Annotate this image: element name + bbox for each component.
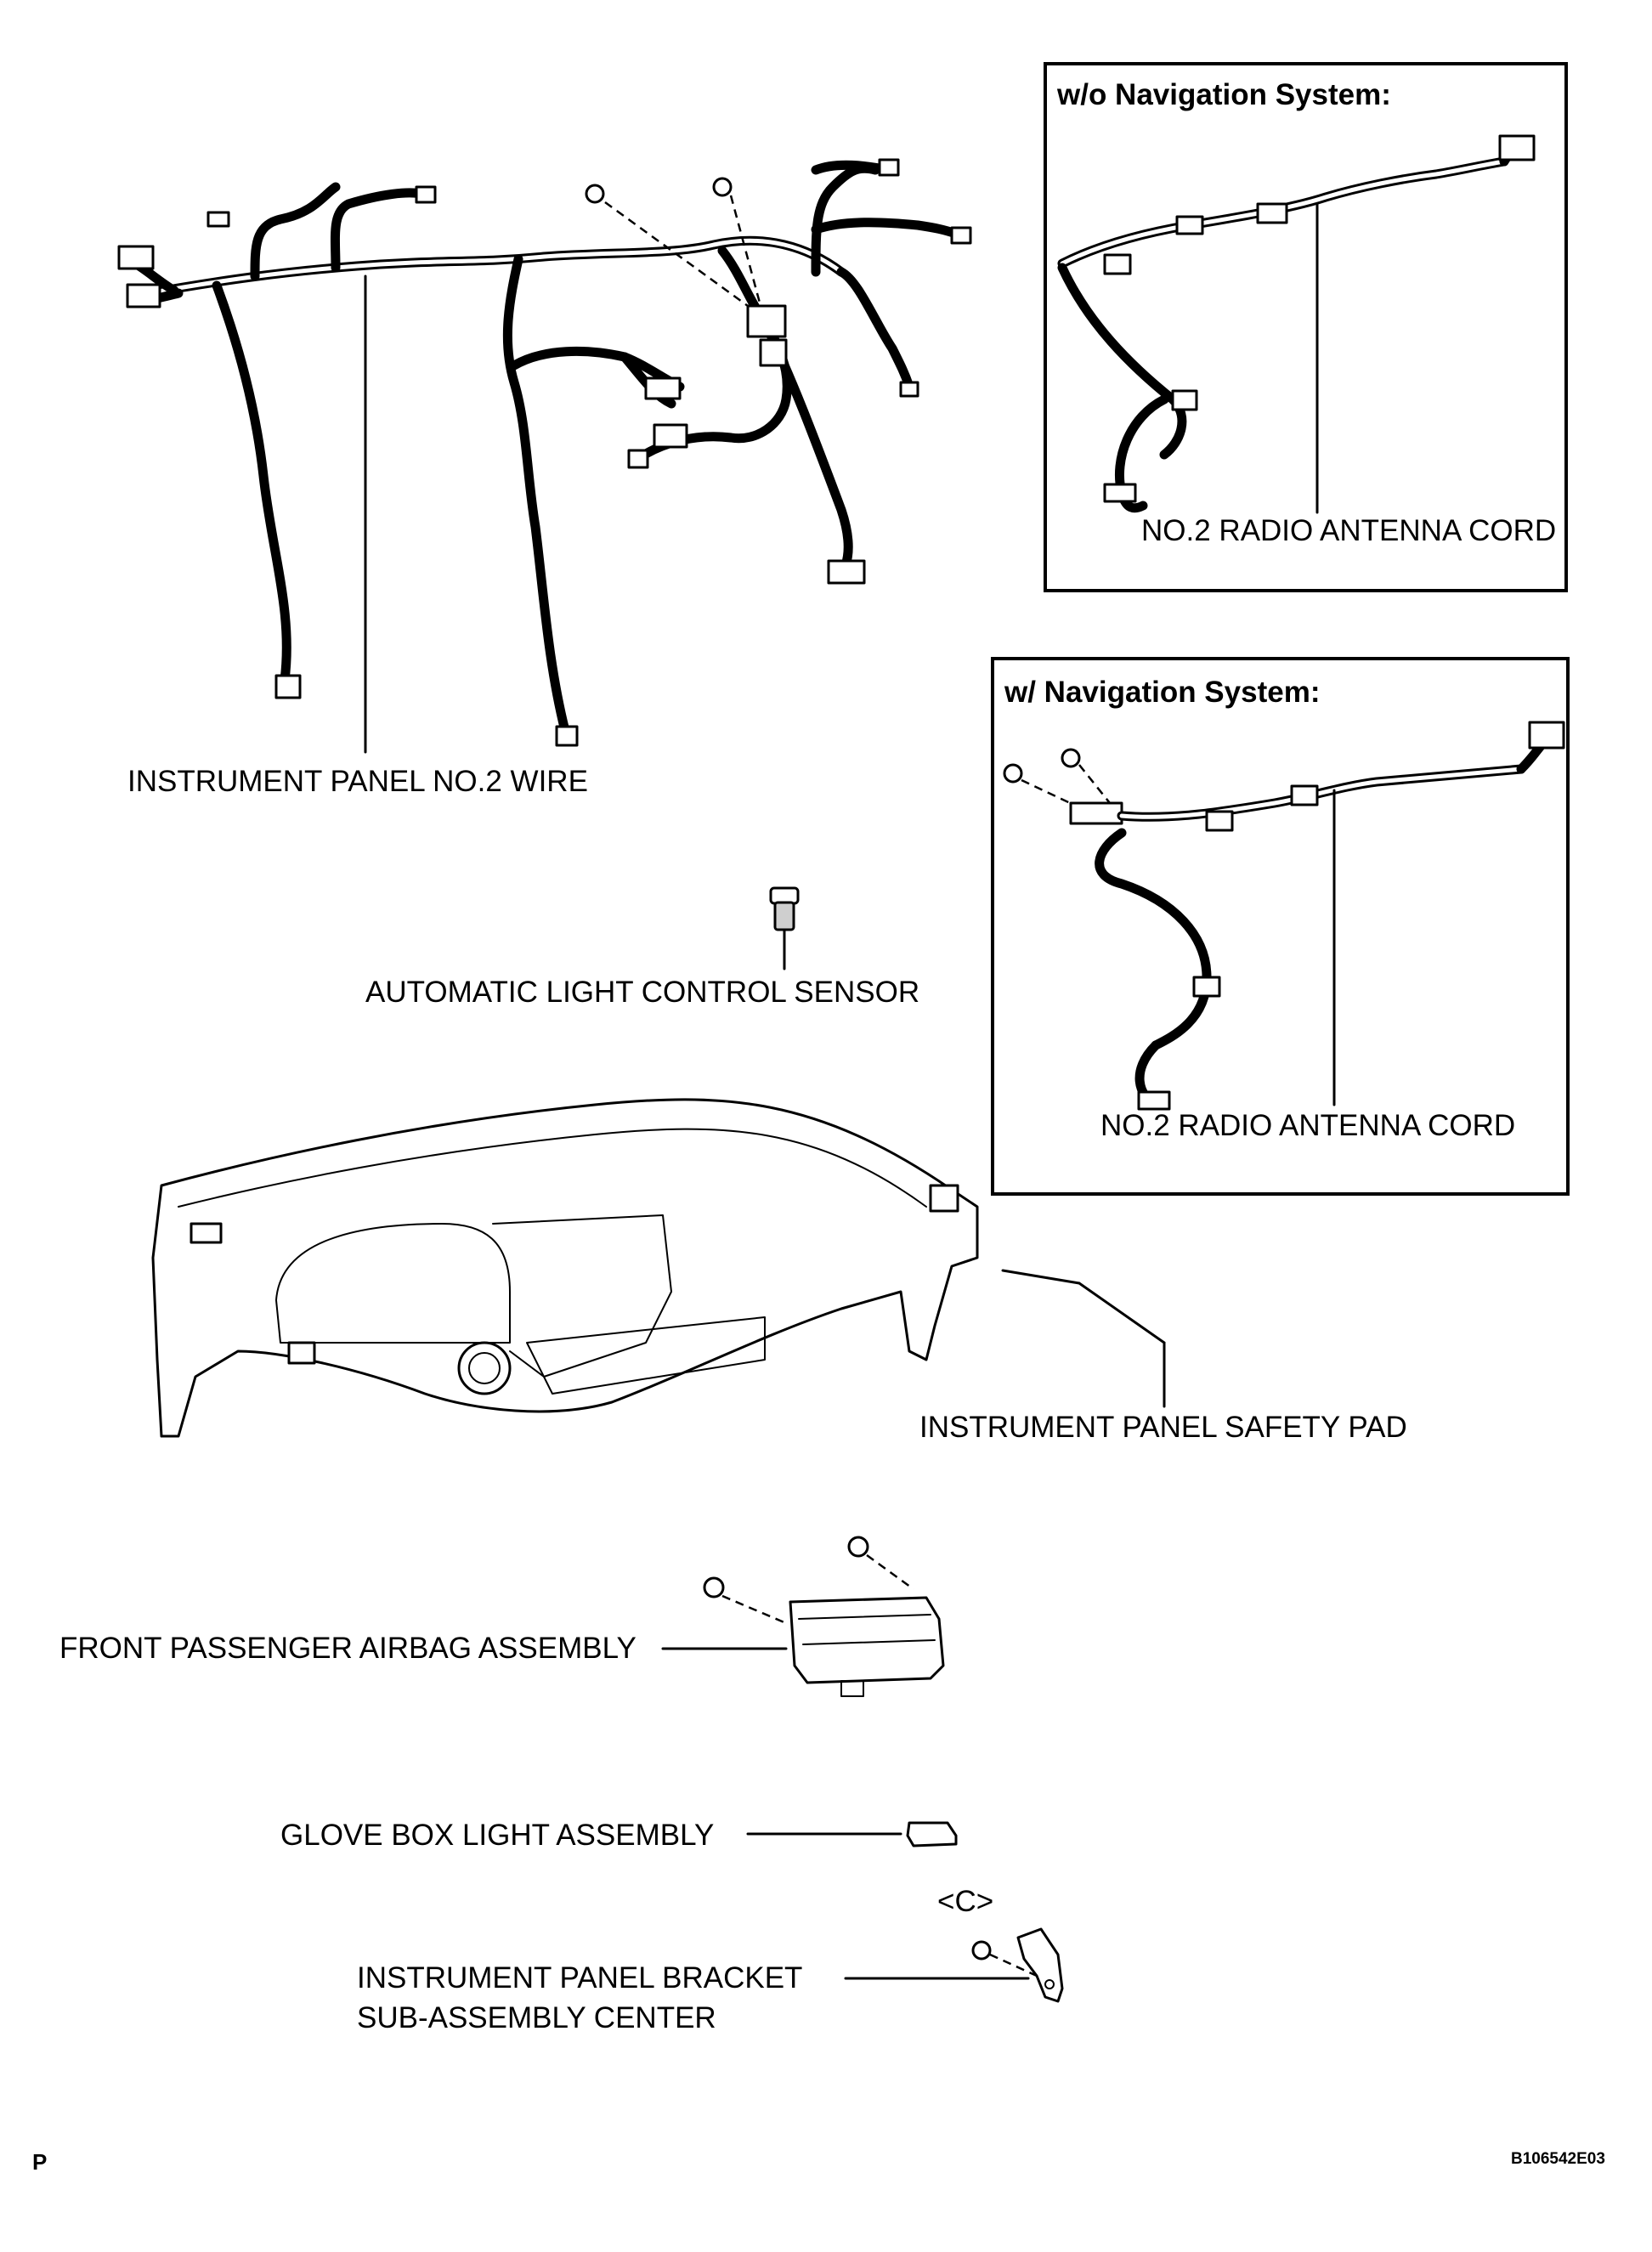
figure-code: B106542E03 [1511,2150,1605,2168]
label-instrument-panel-bracket-line1: INSTRUMENT PANEL BRACKET [357,1961,803,1995]
inset-with-nav-title: w/ Navigation System: [1004,676,1321,709]
label-instrument-panel-no2-wire: INSTRUMENT PANEL NO.2 WIRE [127,765,588,798]
instrument-panel-no2-wire-drawing [117,158,972,754]
inset-without-navigation [1044,62,1568,592]
front-passenger-airbag-drawing [661,1536,945,1697]
label-instrument-panel-safety-pad: INSTRUMENT PANEL SAFETY PAD [919,1411,1407,1444]
inset-with-nav-label: NO.2 RADIO ANTENNA CORD [1100,1109,1516,1142]
label-front-passenger-airbag: FRONT PASSENGER AIRBAG ASSEMBLY [59,1632,636,1665]
corner-letter: P [32,2149,48,2175]
label-bracket-marker: <C> [937,1885,994,1918]
inset-without-nav-label: NO.2 RADIO ANTENNA CORD [1141,514,1557,547]
instrument-panel-bracket-drawing [844,1927,1064,2003]
inset-without-nav-title: w/o Navigation System: [1057,78,1391,111]
label-instrument-panel-bracket-line2: SUB-ASSEMBLY CENTER [357,2001,716,2034]
instrument-panel-safety-pad-drawing [151,1098,1166,1438]
label-automatic-light-control-sensor: AUTOMATIC LIGHT CONTROL SENSOR [365,976,920,1009]
glove-box-light-drawing [746,1821,958,1847]
inset-with-navigation [991,657,1570,1196]
label-glove-box-light: GLOVE BOX LIGHT ASSEMBLY [280,1819,715,1852]
automatic-light-control-sensor-drawing [769,886,800,970]
